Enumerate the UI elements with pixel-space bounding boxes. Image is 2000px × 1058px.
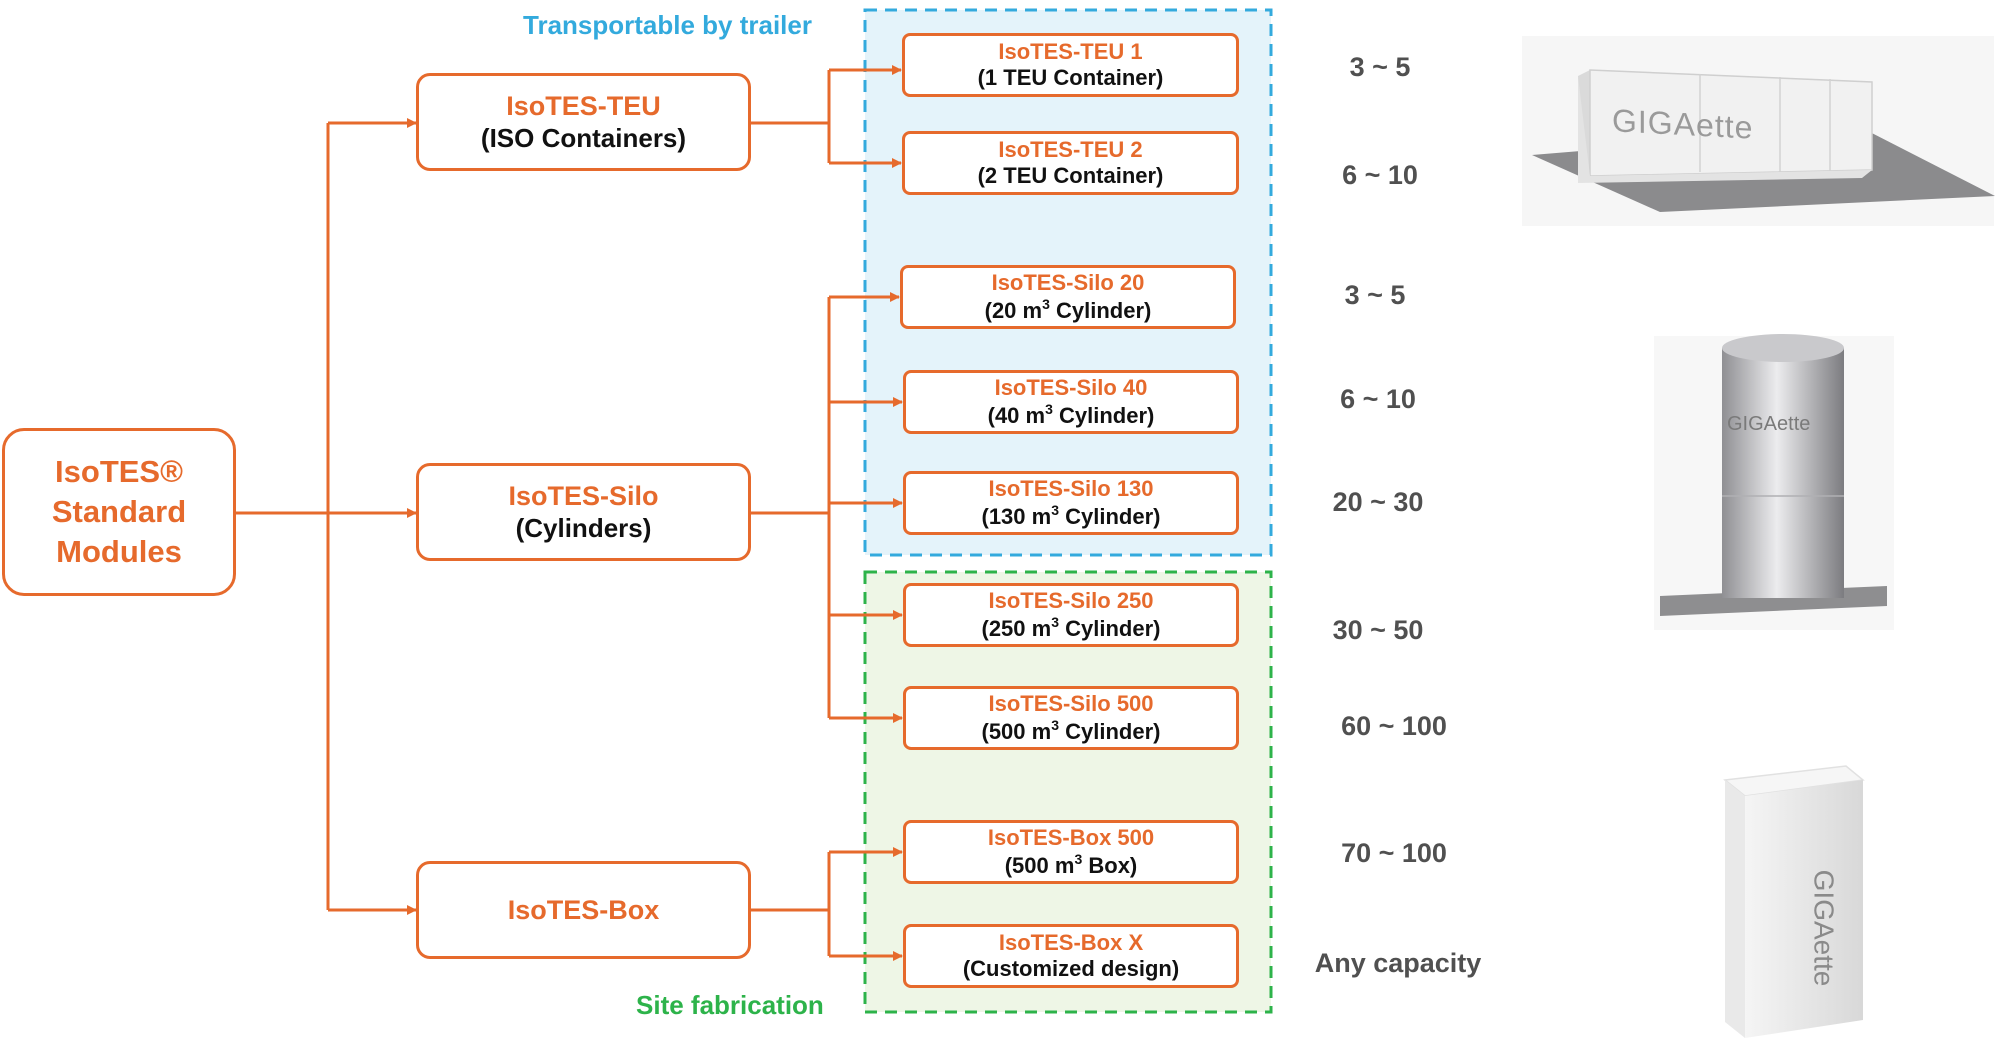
module-subtitle: (1 TEU Container) — [977, 65, 1164, 90]
family-title: IsoTES-Silo — [508, 481, 659, 512]
module-node-teu-1: IsoTES-TEU 1 (1 TEU Container) — [902, 33, 1239, 97]
family-node-silo: IsoTES-Silo (Cylinders) — [416, 463, 751, 561]
module-title: IsoTES-TEU 1 — [998, 38, 1143, 64]
connector-lines — [236, 65, 903, 961]
module-title: IsoTES-TEU 2 — [998, 136, 1143, 162]
module-subtitle: (2 TEU Container) — [977, 163, 1164, 188]
container-logo-text: GIGAette — [1612, 102, 1754, 146]
family-subtitle: (ISO Containers) — [480, 122, 687, 153]
module-title: IsoTES-Silo 20 — [991, 269, 1145, 295]
module-subtitle: (40 m3 Cylinder) — [987, 401, 1155, 428]
root-line-3: Modules — [56, 534, 182, 570]
box-logo-text: GIGAette — [1808, 869, 1840, 987]
module-node-silo-130: IsoTES-Silo 130 (130 m3 Cylinder) — [903, 471, 1239, 535]
module-title: IsoTES-Silo 500 — [988, 690, 1154, 716]
root-node: IsoTES® Standard Modules — [2, 428, 236, 596]
capacity-box-500: 70 ~ 100 — [1341, 838, 1447, 868]
module-subtitle: (20 m3 Cylinder) — [984, 296, 1152, 323]
box-photo — [1723, 765, 1865, 1038]
capacity-silo-250: 30 ~ 50 — [1332, 615, 1424, 645]
module-title: IsoTES-Box 500 — [987, 824, 1155, 850]
module-node-silo-500: IsoTES-Silo 500 (500 m3 Cylinder) — [903, 686, 1239, 750]
root-line-1: IsoTES® — [55, 453, 183, 489]
family-node-box: IsoTES-Box — [416, 861, 751, 959]
module-title: IsoTES-Silo 250 — [988, 587, 1154, 613]
module-title: IsoTES-Silo 40 — [994, 374, 1148, 400]
capacity-silo-40: 6 ~ 10 — [1340, 384, 1416, 414]
module-subtitle: (250 m3 Cylinder) — [981, 614, 1161, 641]
capacity-silo-20: 3 ~ 5 — [1344, 280, 1406, 310]
silo-photo — [1654, 334, 1894, 630]
container-logo: GIGAette — [1612, 102, 1753, 146]
family-node-teu: IsoTES-TEU (ISO Containers) — [416, 73, 751, 171]
family-title: IsoTES-TEU — [506, 91, 661, 122]
family-subtitle: (Cylinders) — [515, 512, 652, 543]
module-node-box-x: IsoTES-Box X (Customized design) — [903, 924, 1239, 988]
module-subtitle: (130 m3 Cylinder) — [981, 502, 1161, 529]
capacity-silo-500: 60 ~ 100 — [1341, 711, 1447, 741]
module-subtitle: (500 m3 Box) — [1004, 851, 1138, 878]
silo-logo-text: GIGAette — [1727, 413, 1811, 435]
module-node-box-500: IsoTES-Box 500 (500 m3 Box) — [903, 820, 1239, 884]
module-subtitle: (Customized design) — [962, 956, 1180, 981]
root-line-2: Standard — [51, 493, 187, 529]
capacity-teu-1: 3 ~ 5 — [1349, 52, 1411, 82]
module-title: IsoTES-Box X — [998, 929, 1144, 955]
module-subtitle: (500 m3 Cylinder) — [981, 717, 1161, 744]
module-node-silo-250: IsoTES-Silo 250 (250 m3 Cylinder) — [903, 583, 1239, 647]
module-title: IsoTES-Silo 130 — [988, 475, 1154, 501]
trailer-zone-label: Transportable by trailer — [523, 10, 812, 40]
container-photo — [1522, 36, 1995, 226]
capacity-silo-130: 20 ~ 30 — [1332, 487, 1424, 517]
site-zone-label: Site fabrication — [636, 990, 824, 1020]
module-node-silo-40: IsoTES-Silo 40 (40 m3 Cylinder) — [903, 370, 1239, 434]
silo-logo: GIGAette — [1727, 413, 1810, 436]
box-logo: GIGAette — [1805, 862, 1845, 992]
capacity-teu-2: 6 ~ 10 — [1342, 160, 1418, 190]
module-node-silo-20: IsoTES-Silo 20 (20 m3 Cylinder) — [900, 265, 1236, 329]
family-title: IsoTES-Box — [507, 894, 660, 925]
module-node-teu-2: IsoTES-TEU 2 (2 TEU Container) — [902, 131, 1239, 195]
capacity-box-x: Any capacity — [1314, 948, 1482, 978]
